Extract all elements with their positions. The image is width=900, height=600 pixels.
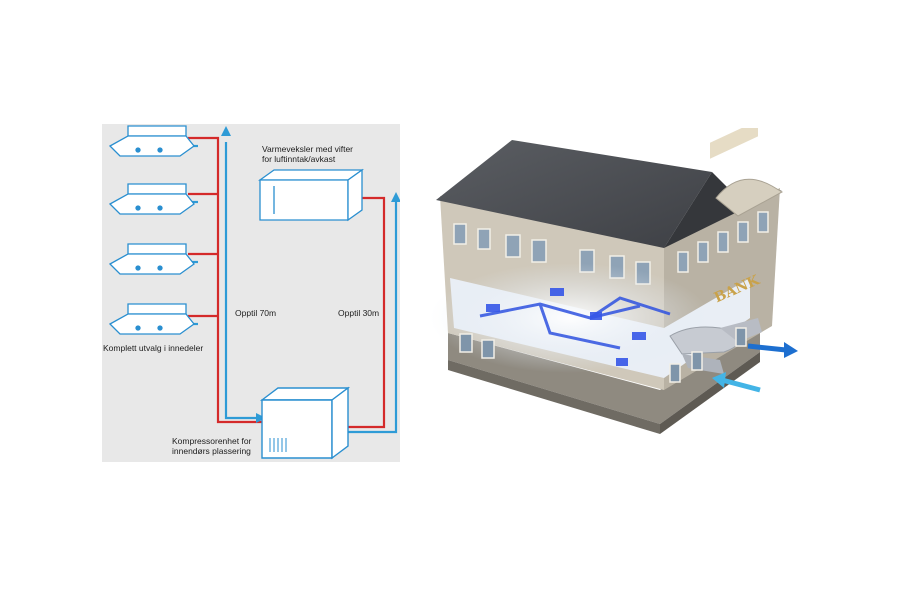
indoor-unit-2 (108, 183, 195, 215)
roof-gable-arch (715, 178, 784, 217)
red-pipes (188, 136, 386, 429)
distance-70-label: Opptil 70m (235, 308, 277, 318)
compressor-label-line1: Kompressorenhet for (172, 436, 252, 446)
arrow-right-compressor-icon (256, 413, 266, 423)
heat-exchanger-label-line1: Varmeveksler med vifter (262, 144, 354, 154)
arrow-up-30-icon (391, 192, 400, 202)
compressor-label-line2: innendørs plassering (172, 446, 251, 456)
indoor-unit-1 (108, 125, 195, 157)
compressor-unit (259, 386, 351, 460)
blue-pipe-hx-return (346, 198, 398, 434)
roof-left (436, 140, 712, 248)
heat-exchanger-label-line2: for luftinntak/avkast (262, 154, 336, 164)
blue-pipe-indoor-return (224, 142, 262, 420)
building-base (448, 326, 760, 424)
indoor-units-label: Komplett utvalg i innedeler (103, 343, 204, 353)
compressor-vent-icon (269, 438, 287, 452)
roof-right (664, 172, 782, 248)
interior-units (486, 288, 646, 366)
system-schematic: Varmeveksler med vifter for luftinntak/a… (102, 124, 400, 462)
heat-exchanger-label: Varmeveksler med vifter for luftinntak/a… (262, 144, 353, 164)
building-cutaway: BANK (430, 120, 798, 434)
air-outlet-arrow-icon (747, 343, 787, 353)
air-inlet-arrowhead-icon (712, 372, 726, 388)
windows-lower (459, 327, 747, 383)
building-illustration: BANK (420, 120, 800, 463)
distance-30-label: Opptil 30m (338, 308, 380, 318)
compressor-label: Kompressorenhet for innendørs plassering (172, 436, 251, 456)
air-inlet-arrow-icon (721, 377, 761, 393)
schematic-drawing (108, 125, 400, 460)
red-pipe-hx (346, 196, 386, 429)
arrow-up-70-icon (221, 126, 231, 136)
heat-exchanger-unit (257, 168, 365, 222)
indoor-unit-4 (108, 303, 195, 335)
building-base-front (448, 360, 660, 434)
red-pipe-trunk (188, 136, 262, 424)
interior-glow (430, 263, 710, 373)
air-outlet-arrowhead-icon (784, 342, 798, 358)
indoor-unit-3 (108, 243, 195, 275)
building-base-side (660, 352, 760, 434)
ducts (479, 296, 671, 350)
